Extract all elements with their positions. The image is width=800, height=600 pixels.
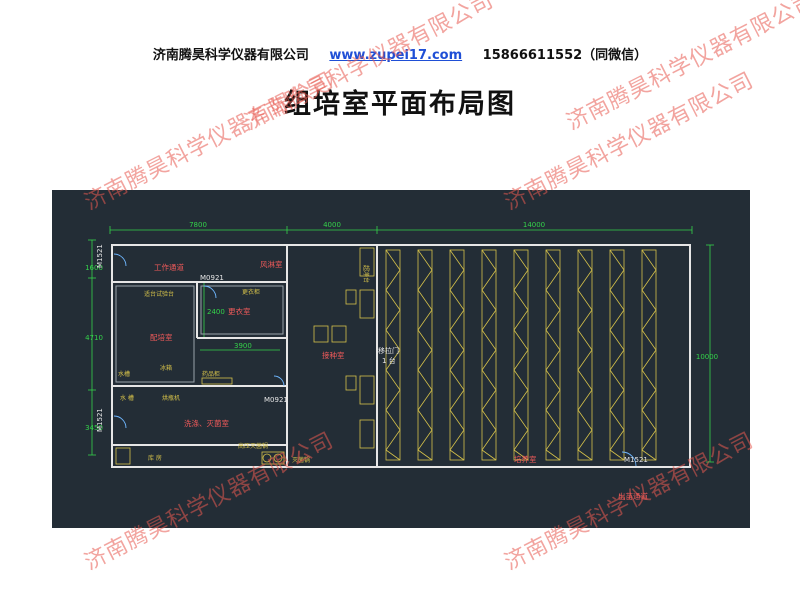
door-m1521-c: M1521 — [624, 456, 648, 464]
door-labels: M1521 M1521 M1521 M0921 M0921 移拉门 1 台 — [96, 244, 648, 464]
fixture-small-b: 水槽 — [118, 370, 130, 378]
door-m0921-a: M0921 — [200, 274, 224, 282]
room-inoculation: 接种室 — [322, 350, 345, 360]
room-external-passage: 出苗通道 — [618, 491, 648, 501]
clean-benches — [359, 247, 375, 449]
page-title: 组培室平面布局图 — [284, 89, 516, 120]
fixture-storage: 库 房 — [148, 454, 162, 462]
walls — [111, 244, 691, 468]
dim-top-4000: 4000 — [323, 221, 341, 229]
culture-shelves — [385, 249, 657, 461]
phone-number: 15866611552（同微信） — [482, 48, 648, 63]
fixture-workbench: 适台试验台 — [144, 290, 174, 298]
room-washing: 洗涤、灭菌室 — [184, 418, 229, 428]
equipment-outlines — [115, 289, 357, 465]
door-m0921-b: M0921 — [264, 396, 288, 404]
dim-right-10000: 10000 — [696, 353, 718, 361]
dim-left-1600: 1600 — [85, 264, 103, 272]
door-m1521-b: M1521 — [96, 408, 104, 432]
door-swings — [113, 253, 637, 467]
floor-plan-drawing: 7800 4000 14000 1600 4710 3450 10000 240… — [85, 221, 718, 501]
fixture-sterilizer: 灭菌锅 — [292, 456, 310, 464]
room-labels: 工作通道 风淋室 更衣室 配培室 接种室 洗涤、灭菌室 培养室 出苗通道 — [150, 259, 648, 501]
room-culture: 培养室 — [514, 454, 537, 464]
fixture-small-a: 冰箱 — [160, 364, 172, 372]
header-line: 济南腾昊科学仪器有限公司 www.zupei17.com 15866611552… — [0, 44, 800, 63]
floor-plan: 7800 4000 14000 1600 4710 3450 10000 240… — [52, 190, 750, 528]
dim-left-3450: 3450 — [85, 424, 103, 432]
room-changing: 更衣室 — [228, 306, 251, 316]
company-name: 济南腾昊科学仪器有限公司 — [152, 48, 309, 63]
door-m1521-a: M1521 — [96, 244, 104, 268]
bench-label-1: 超净台 — [362, 265, 370, 283]
fixture-labels: 适台试验台 药品柜 水 槽 烘瓶机 库 房 高压灭菌锅 灭菌锅 冰箱 水槽 更衣… — [118, 288, 310, 464]
dim-top-14000: 14000 — [523, 221, 545, 229]
bench-labels: 超净台 — [362, 265, 370, 283]
website-link[interactable]: www.zupei17.com — [329, 48, 463, 63]
dim-inner-3900: 3900 — [234, 342, 252, 350]
fixture-dryer: 烘瓶机 — [162, 394, 180, 402]
dim-left-4710: 4710 — [85, 334, 103, 342]
room-work-corridor: 工作通道 — [154, 262, 184, 272]
door-sliding: 移拉门 — [378, 346, 399, 355]
dim-top-7800: 7800 — [189, 221, 207, 229]
fixture-sink: 水 槽 — [120, 394, 134, 402]
fixture-shelf: 药品柜 — [202, 370, 220, 378]
dim-inner-2400: 2400 — [207, 308, 225, 316]
room-media-prep: 配培室 — [150, 332, 173, 342]
inner-walls — [115, 285, 284, 383]
room-air-shower: 风淋室 — [260, 259, 283, 269]
dimension-labels: 7800 4000 14000 1600 4710 3450 10000 240… — [85, 221, 718, 432]
door-sliding-count: 1 台 — [382, 356, 396, 365]
dimension-lines — [88, 226, 714, 463]
fixture-autoclave: 高压灭菌锅 — [238, 442, 268, 450]
fixture-changing-right: 更衣柜 — [242, 288, 260, 296]
